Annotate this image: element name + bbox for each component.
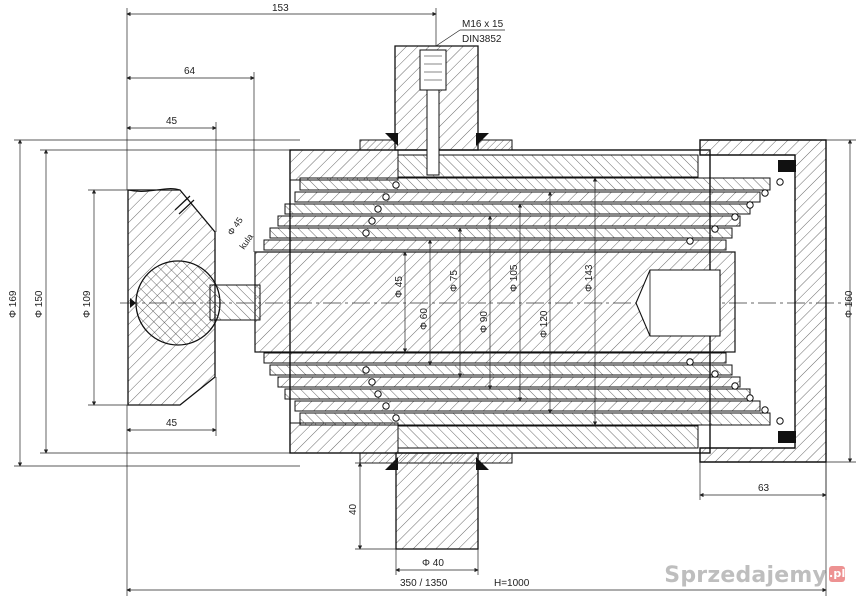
watermark-text: Sprzedajemy bbox=[664, 563, 827, 588]
trunnion-bottom bbox=[359, 452, 513, 550]
trunnion-top bbox=[359, 45, 513, 176]
dim-stage-105: Φ 105 bbox=[509, 264, 520, 292]
dim-height: H=1000 bbox=[494, 578, 530, 589]
dim-trunnion-40: 40 bbox=[348, 503, 359, 515]
end-cap bbox=[699, 139, 827, 463]
dim-153: 153 bbox=[272, 3, 289, 14]
dim-150: Φ 150 bbox=[34, 290, 45, 318]
dim-thread-standard: DIN3852 bbox=[462, 34, 502, 45]
dimension-lines bbox=[14, 8, 856, 596]
dim-45-bottom: 45 bbox=[166, 418, 178, 429]
dim-45-top: 45 bbox=[166, 116, 178, 127]
dim-stage-120: Φ 120 bbox=[539, 310, 550, 338]
rod-end-mount bbox=[127, 188, 261, 406]
dim-rod-45: Φ 45 bbox=[394, 276, 405, 298]
dim-63: 63 bbox=[758, 483, 770, 494]
dim-sphere-word: kula bbox=[237, 232, 255, 251]
dim-stage-75: Φ 75 bbox=[449, 270, 460, 292]
dim-64: 64 bbox=[184, 66, 196, 77]
dim-169: Φ 169 bbox=[8, 290, 19, 318]
dim-sphere: Φ 45 bbox=[225, 215, 244, 237]
telescopic-stages bbox=[263, 177, 771, 426]
dim-109: Φ 109 bbox=[82, 290, 93, 318]
dim-stage-90: Φ 90 bbox=[479, 311, 490, 333]
dim-stage-60: Φ 60 bbox=[419, 308, 430, 330]
dim-trunnion-dia-40: Φ 40 bbox=[422, 558, 444, 569]
watermark-badge: .pl bbox=[829, 566, 846, 582]
ball-joint bbox=[135, 260, 221, 346]
dim-stage-143: Φ 143 bbox=[584, 264, 595, 292]
seal-rings bbox=[362, 178, 784, 425]
dim-thread-spec: M16 x 15 bbox=[462, 19, 504, 30]
dim-160: Φ 160 bbox=[844, 290, 855, 318]
piston-rod bbox=[254, 251, 736, 353]
dim-stroke: 350 / 1350 bbox=[400, 578, 448, 589]
watermark: Sprzedajemy.pl bbox=[664, 563, 845, 588]
outer-barrel bbox=[289, 149, 711, 454]
